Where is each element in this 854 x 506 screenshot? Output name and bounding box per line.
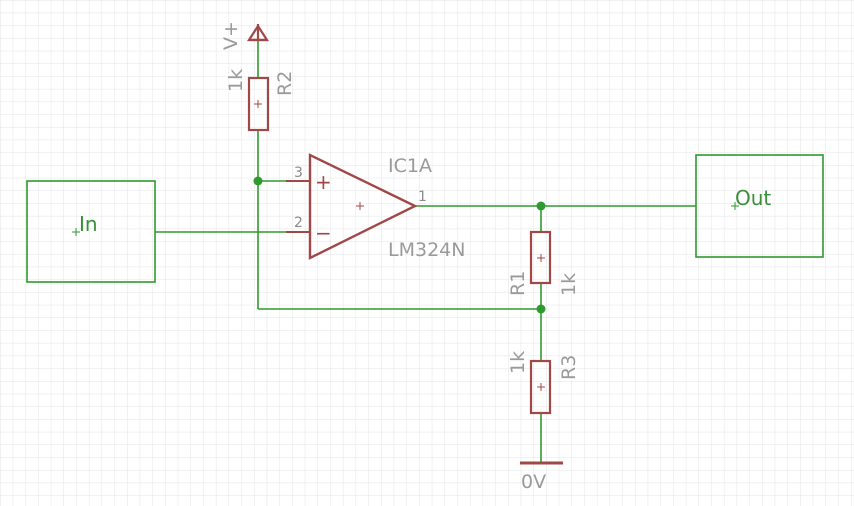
input-port[interactable]: In xyxy=(26,180,156,283)
r2-name: R2 xyxy=(274,71,296,96)
pin-minus-number: 2 xyxy=(294,215,303,231)
junction-divider[interactable] xyxy=(536,304,546,314)
input-port-label: In xyxy=(79,212,98,236)
resistor-r3[interactable] xyxy=(529,359,552,415)
junctions xyxy=(253,176,546,314)
ground-label: 0V xyxy=(521,471,546,493)
opamp-minus-sign: − xyxy=(315,221,332,245)
vplus-label: V+ xyxy=(220,21,242,50)
opamp-name: IC1A xyxy=(388,155,432,177)
vplus-symbol[interactable] xyxy=(246,23,270,42)
resistor-r1[interactable] xyxy=(529,230,552,285)
pin-out-number: 1 xyxy=(418,189,427,205)
output-port-label: Out xyxy=(735,186,771,210)
output-port[interactable]: Out xyxy=(695,154,824,258)
r2-value: 1k xyxy=(225,69,247,92)
junction-plus[interactable] xyxy=(253,176,263,186)
opamp-ic1a[interactable] xyxy=(286,153,418,260)
junction-out[interactable] xyxy=(536,201,546,211)
r1-value: 1k xyxy=(558,273,580,296)
r3-value: 1k xyxy=(507,351,529,374)
opamp-value: LM324N xyxy=(388,239,465,261)
r1-name: R1 xyxy=(507,271,529,296)
opamp-plus-sign: + xyxy=(315,170,332,194)
resistor-r2[interactable] xyxy=(247,76,270,132)
pin-plus-number: 3 xyxy=(294,165,303,181)
r3-name: R3 xyxy=(558,355,580,380)
